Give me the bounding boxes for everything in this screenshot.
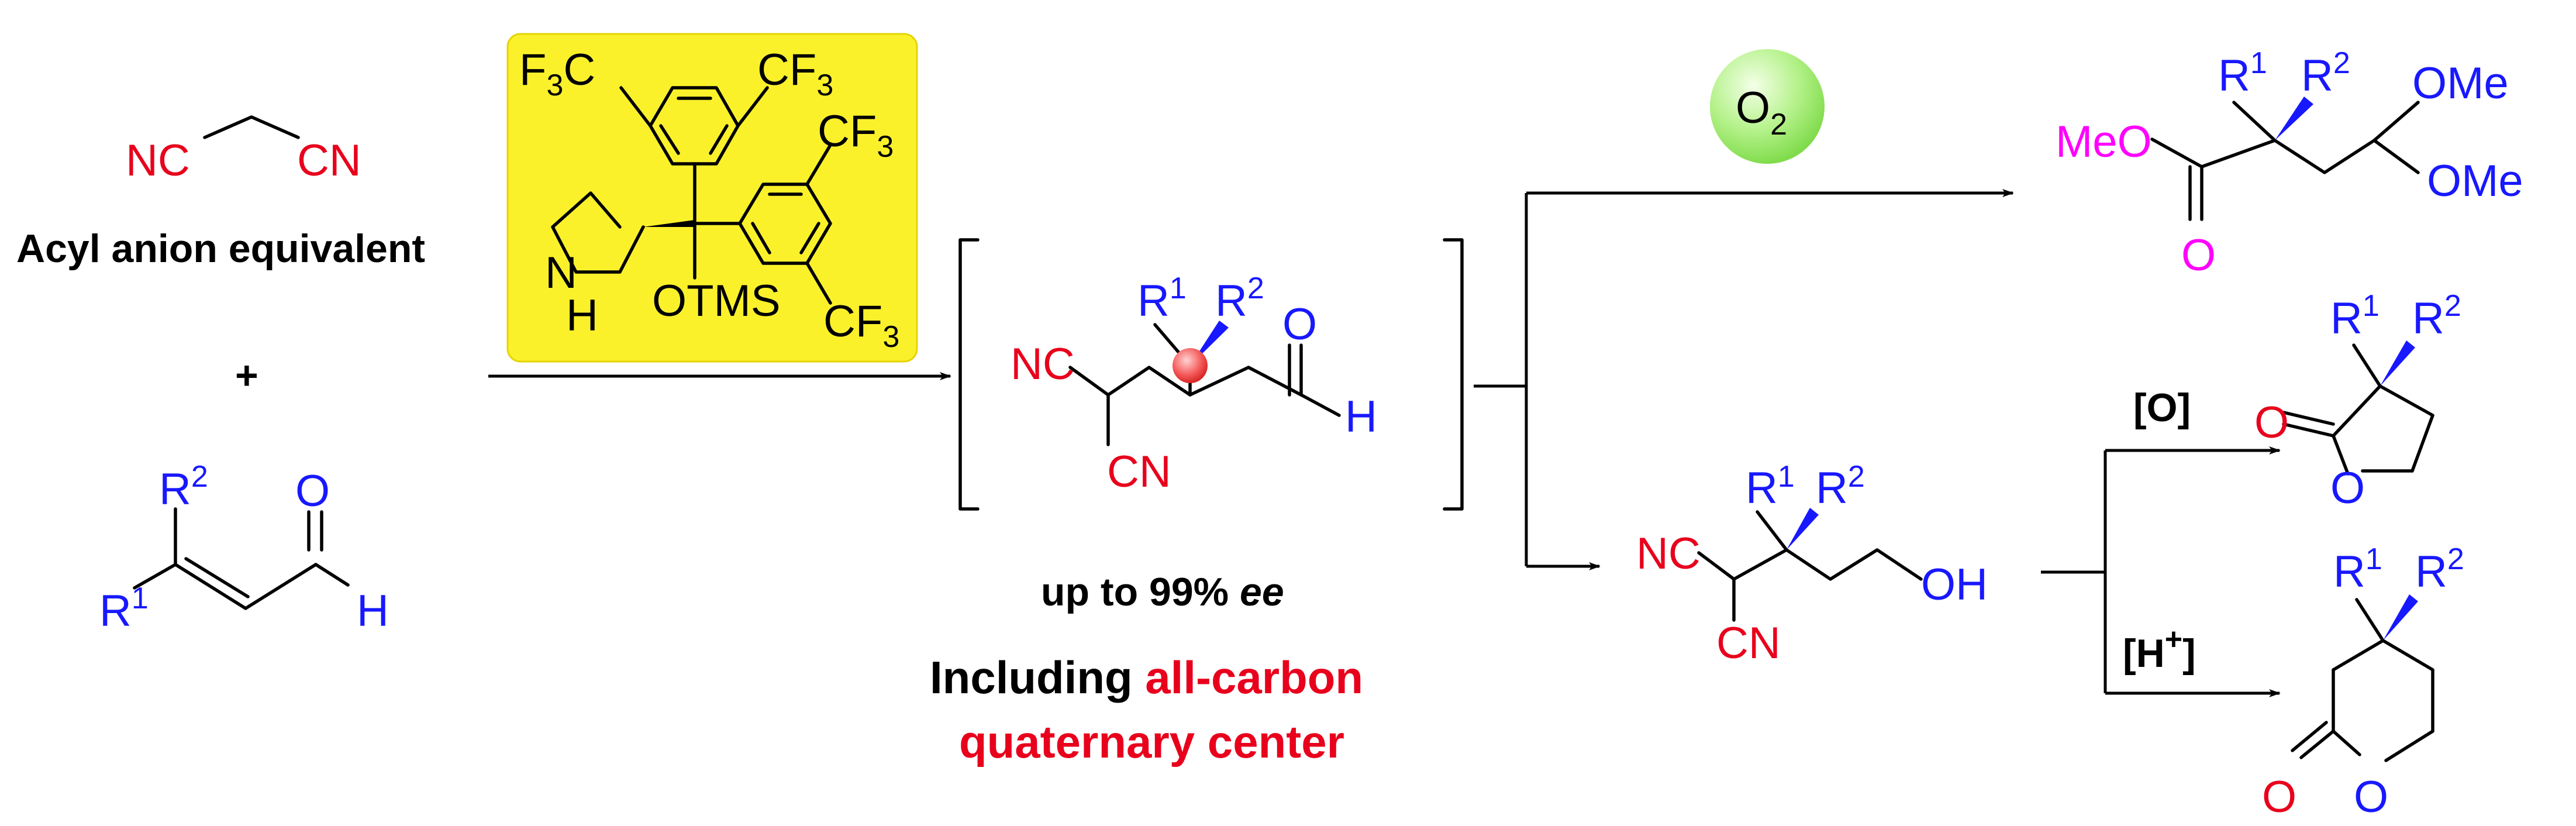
malononitrile: NC CN: [126, 115, 361, 185]
pyrrolidine-h: H: [566, 291, 598, 340]
acid-condition: [H+]: [2123, 622, 2196, 676]
lactone6-o-carbonyl: O: [2262, 772, 2296, 822]
branch-arrows: [1474, 189, 2014, 570]
ester-product: MeO O R1 R2 OMe OMe: [2056, 46, 2523, 280]
alcohol-product: NC CN R1 R2 OH: [1636, 460, 1988, 668]
cn-label: CN: [297, 136, 361, 185]
ester-meo: MeO: [2056, 117, 2152, 167]
int-h: H: [1345, 392, 1377, 442]
quat-note-line2: quaternary center: [959, 716, 1344, 768]
gamma-lactone: O O R1 R2: [2254, 289, 2461, 513]
enal-r1: R1: [99, 581, 149, 636]
alc-cn: CN: [1716, 618, 1781, 668]
int-cn: CN: [1107, 447, 1171, 497]
ester-r1: R1: [2218, 46, 2267, 101]
lactone6-o-ring: O: [2354, 772, 2388, 822]
ee-note: up to 99% ee: [1041, 570, 1284, 614]
lactone6-r2: R2: [2415, 542, 2464, 597]
enal-h: H: [357, 586, 389, 636]
enal-o: O: [295, 466, 330, 516]
int-r2: R2: [1215, 271, 1264, 326]
lactone5-o-carbonyl: O: [2254, 398, 2289, 448]
int-nc: NC: [1011, 339, 1075, 389]
nc-label: NC: [126, 136, 190, 185]
alc-r2: R2: [1816, 460, 1865, 513]
cf3-right-top: CF3: [818, 106, 894, 164]
lactone6-r1: R1: [2333, 542, 2382, 597]
o2-label: O2: [1736, 83, 1787, 142]
cf3-right-bottom: CF3: [823, 297, 899, 354]
int-o: O: [1282, 300, 1317, 349]
lactone-branch-arrows: [2041, 446, 2281, 697]
f3c-left: F3C: [519, 45, 595, 102]
cf3-top-right: CF3: [757, 45, 833, 102]
enal-substrate: R2 O R1 H: [99, 460, 389, 636]
int-r1: R1: [1137, 271, 1187, 326]
enal-r2: R2: [159, 460, 208, 514]
ester-ome-bottom: OMe: [2427, 156, 2523, 206]
quat-note-line1: Including all-carbon: [930, 652, 1363, 703]
reagent-label: Acyl anion equivalent: [16, 226, 425, 271]
intermediate: NC CN R1 R2 O H: [958, 238, 1464, 511]
o2-bubble: O2: [1710, 49, 1825, 164]
alc-nc: NC: [1636, 529, 1701, 579]
delta-lactone: O O R1 R2: [2262, 542, 2464, 822]
lactone5-r1: R1: [2330, 289, 2380, 343]
pyrrolidine-n: N: [545, 248, 577, 298]
otms-label: OTMS: [652, 276, 781, 326]
lactone5-o-ring: O: [2330, 463, 2365, 513]
ester-ome-top: OMe: [2412, 58, 2509, 108]
plus-sign: +: [235, 353, 258, 398]
alc-oh: OH: [1921, 560, 1988, 610]
lactone5-r2: R2: [2412, 289, 2461, 343]
oxidation-condition: [O]: [2133, 386, 2191, 430]
ester-o: O: [2181, 230, 2216, 280]
ester-r2: R2: [2301, 46, 2350, 101]
quaternary-center-marker: [1173, 348, 1208, 383]
catalyst-box: F3C CF3 OTMS N H CF3 CF3: [506, 33, 918, 363]
alc-r1: R1: [1746, 460, 1795, 513]
